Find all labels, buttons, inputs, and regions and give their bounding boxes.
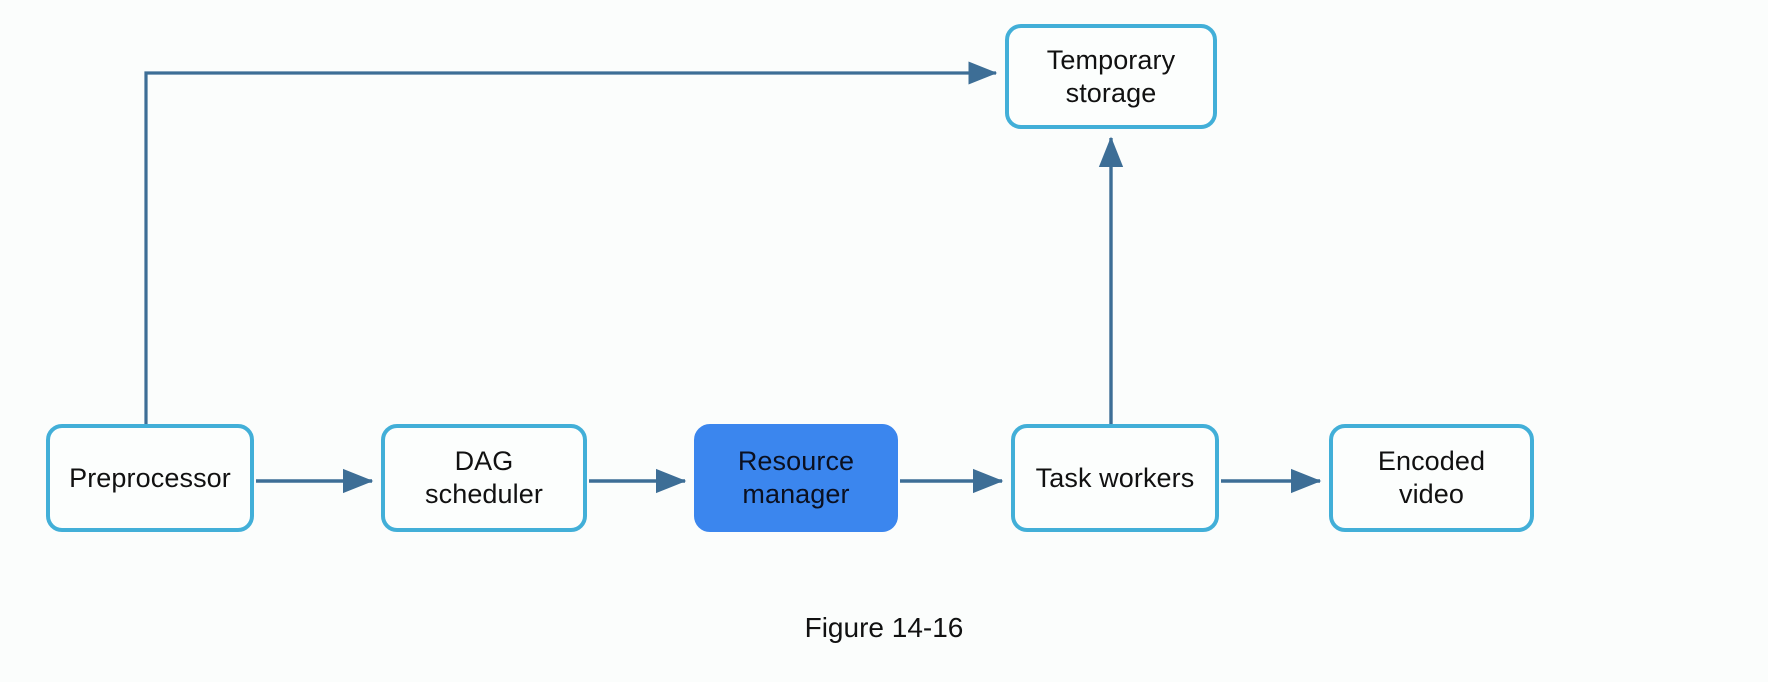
- figure-caption-text: Figure 14-16: [804, 612, 964, 643]
- node-encoded-video-label: Encoded video: [1372, 445, 1491, 511]
- node-encoded-video-line1: Encoded: [1377, 446, 1486, 477]
- node-encoded-video-line2: video: [1398, 479, 1465, 509]
- node-encoded-video[interactable]: Encoded video: [1329, 424, 1534, 532]
- node-temporary-storage-line2: storage: [1065, 77, 1157, 108]
- figure-caption: Figure 14-16: [0, 612, 1768, 644]
- node-temporary-storage-label: Temporary storage: [1041, 44, 1181, 110]
- node-preprocessor[interactable]: Preprocessor: [46, 424, 254, 532]
- node-resource-manager-line1: Resource: [737, 446, 855, 477]
- node-resource-manager-line2: manager: [742, 479, 850, 509]
- node-preprocessor-label: Preprocessor: [69, 462, 231, 493]
- node-task-workers[interactable]: Task workers: [1011, 424, 1219, 532]
- node-dag-scheduler-line2: scheduler: [425, 479, 543, 509]
- node-resource-manager-label: Resource manager: [732, 445, 860, 511]
- node-temporary-storage[interactable]: Temporary storage: [1005, 24, 1217, 129]
- node-task-workers-label: Task workers: [1035, 462, 1195, 493]
- edge-preprocessor-to-temporary-storage: [144, 61, 998, 432]
- node-resource-manager[interactable]: Resource manager: [694, 424, 898, 532]
- node-dag-scheduler-line1: DAG: [454, 446, 514, 477]
- node-temporary-storage-line1: Temporary: [1046, 44, 1176, 75]
- node-dag-scheduler[interactable]: DAG scheduler: [381, 424, 587, 532]
- node-dag-scheduler-label: DAG scheduler: [419, 445, 549, 511]
